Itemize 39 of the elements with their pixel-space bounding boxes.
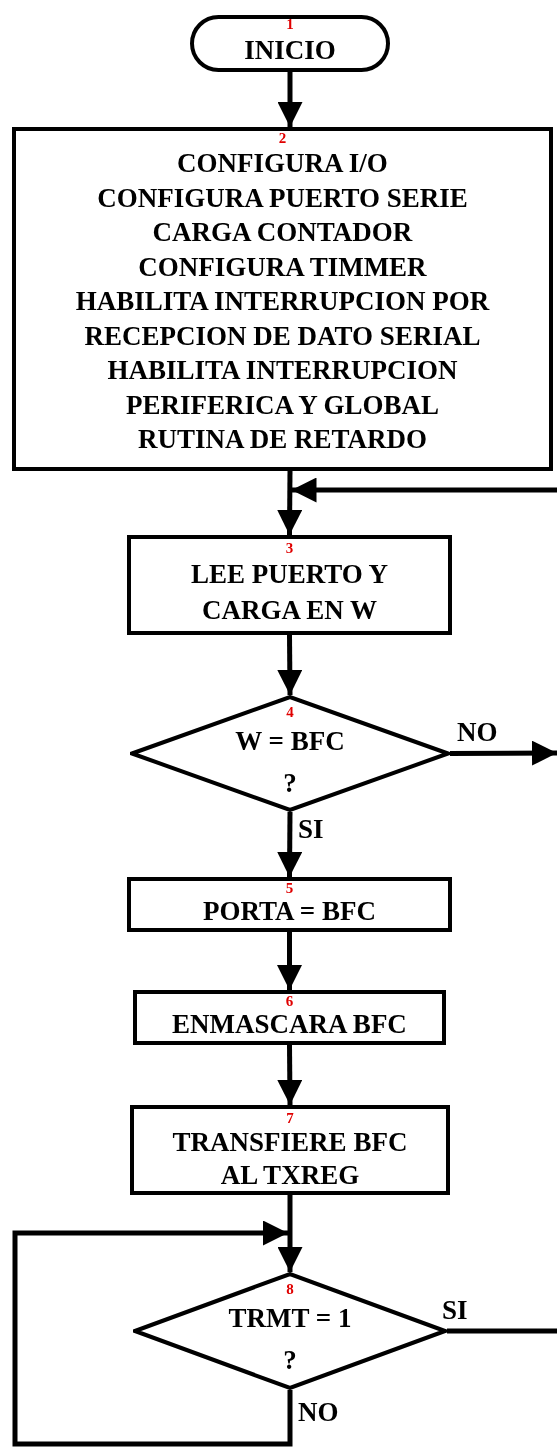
step-text: HABILITA INTERRUPCION PERIFERICA Y GLOBAL (106, 354, 459, 422)
step-text: CARGA CONTADOR (152, 216, 413, 249)
step-number: 5 (285, 881, 294, 896)
arrow (277, 471, 303, 535)
step-text: LEE PUERTO Y CARGA EN W (189, 558, 390, 627)
step-number: 4 (286, 705, 294, 720)
step-number: 6 (285, 994, 294, 1009)
start-terminal (190, 15, 390, 72)
arrow (12, 1220, 293, 1447)
arrow (277, 1045, 303, 1105)
process-box (127, 535, 452, 635)
arrow (277, 72, 303, 127)
step-number: 8 (286, 1282, 294, 1297)
arrow (450, 740, 557, 766)
step-text: HABILITA INTERRUPCION POR RECEPCION DE DATO SERIAL (74, 285, 491, 353)
step-text: CONFIGURA PUERTO SERIE (97, 181, 468, 215)
arrow (277, 932, 302, 990)
step-text: W = BFC ? (234, 725, 346, 800)
step-text: RUTINA DE RETARDO (137, 423, 427, 456)
step-text: TRANSFIERE BFC AL TXREG (171, 1126, 409, 1192)
arrow (291, 477, 557, 503)
step-text: CONFIGURA TIMMER (138, 250, 427, 284)
step-text: TRMT = 1 ? (227, 1302, 353, 1377)
step-text: CONFIGURA I/O (177, 147, 388, 180)
arrow (277, 1195, 303, 1272)
process-box (12, 127, 553, 471)
step-number: 2 (278, 131, 287, 146)
step-number: 3 (285, 541, 294, 556)
step-text: INICIO (244, 34, 336, 67)
arrow (277, 635, 303, 695)
step-text: ENMASCARA BFC (172, 1009, 407, 1040)
step-number: 1 (286, 17, 294, 32)
step-text: PORTA = BFC (203, 896, 376, 927)
process-box (133, 990, 446, 1045)
decision-diamond (130, 695, 450, 812)
step-number: 7 (286, 1111, 294, 1126)
arrow (277, 812, 303, 877)
process-box (127, 877, 452, 932)
process-box (130, 1105, 450, 1195)
